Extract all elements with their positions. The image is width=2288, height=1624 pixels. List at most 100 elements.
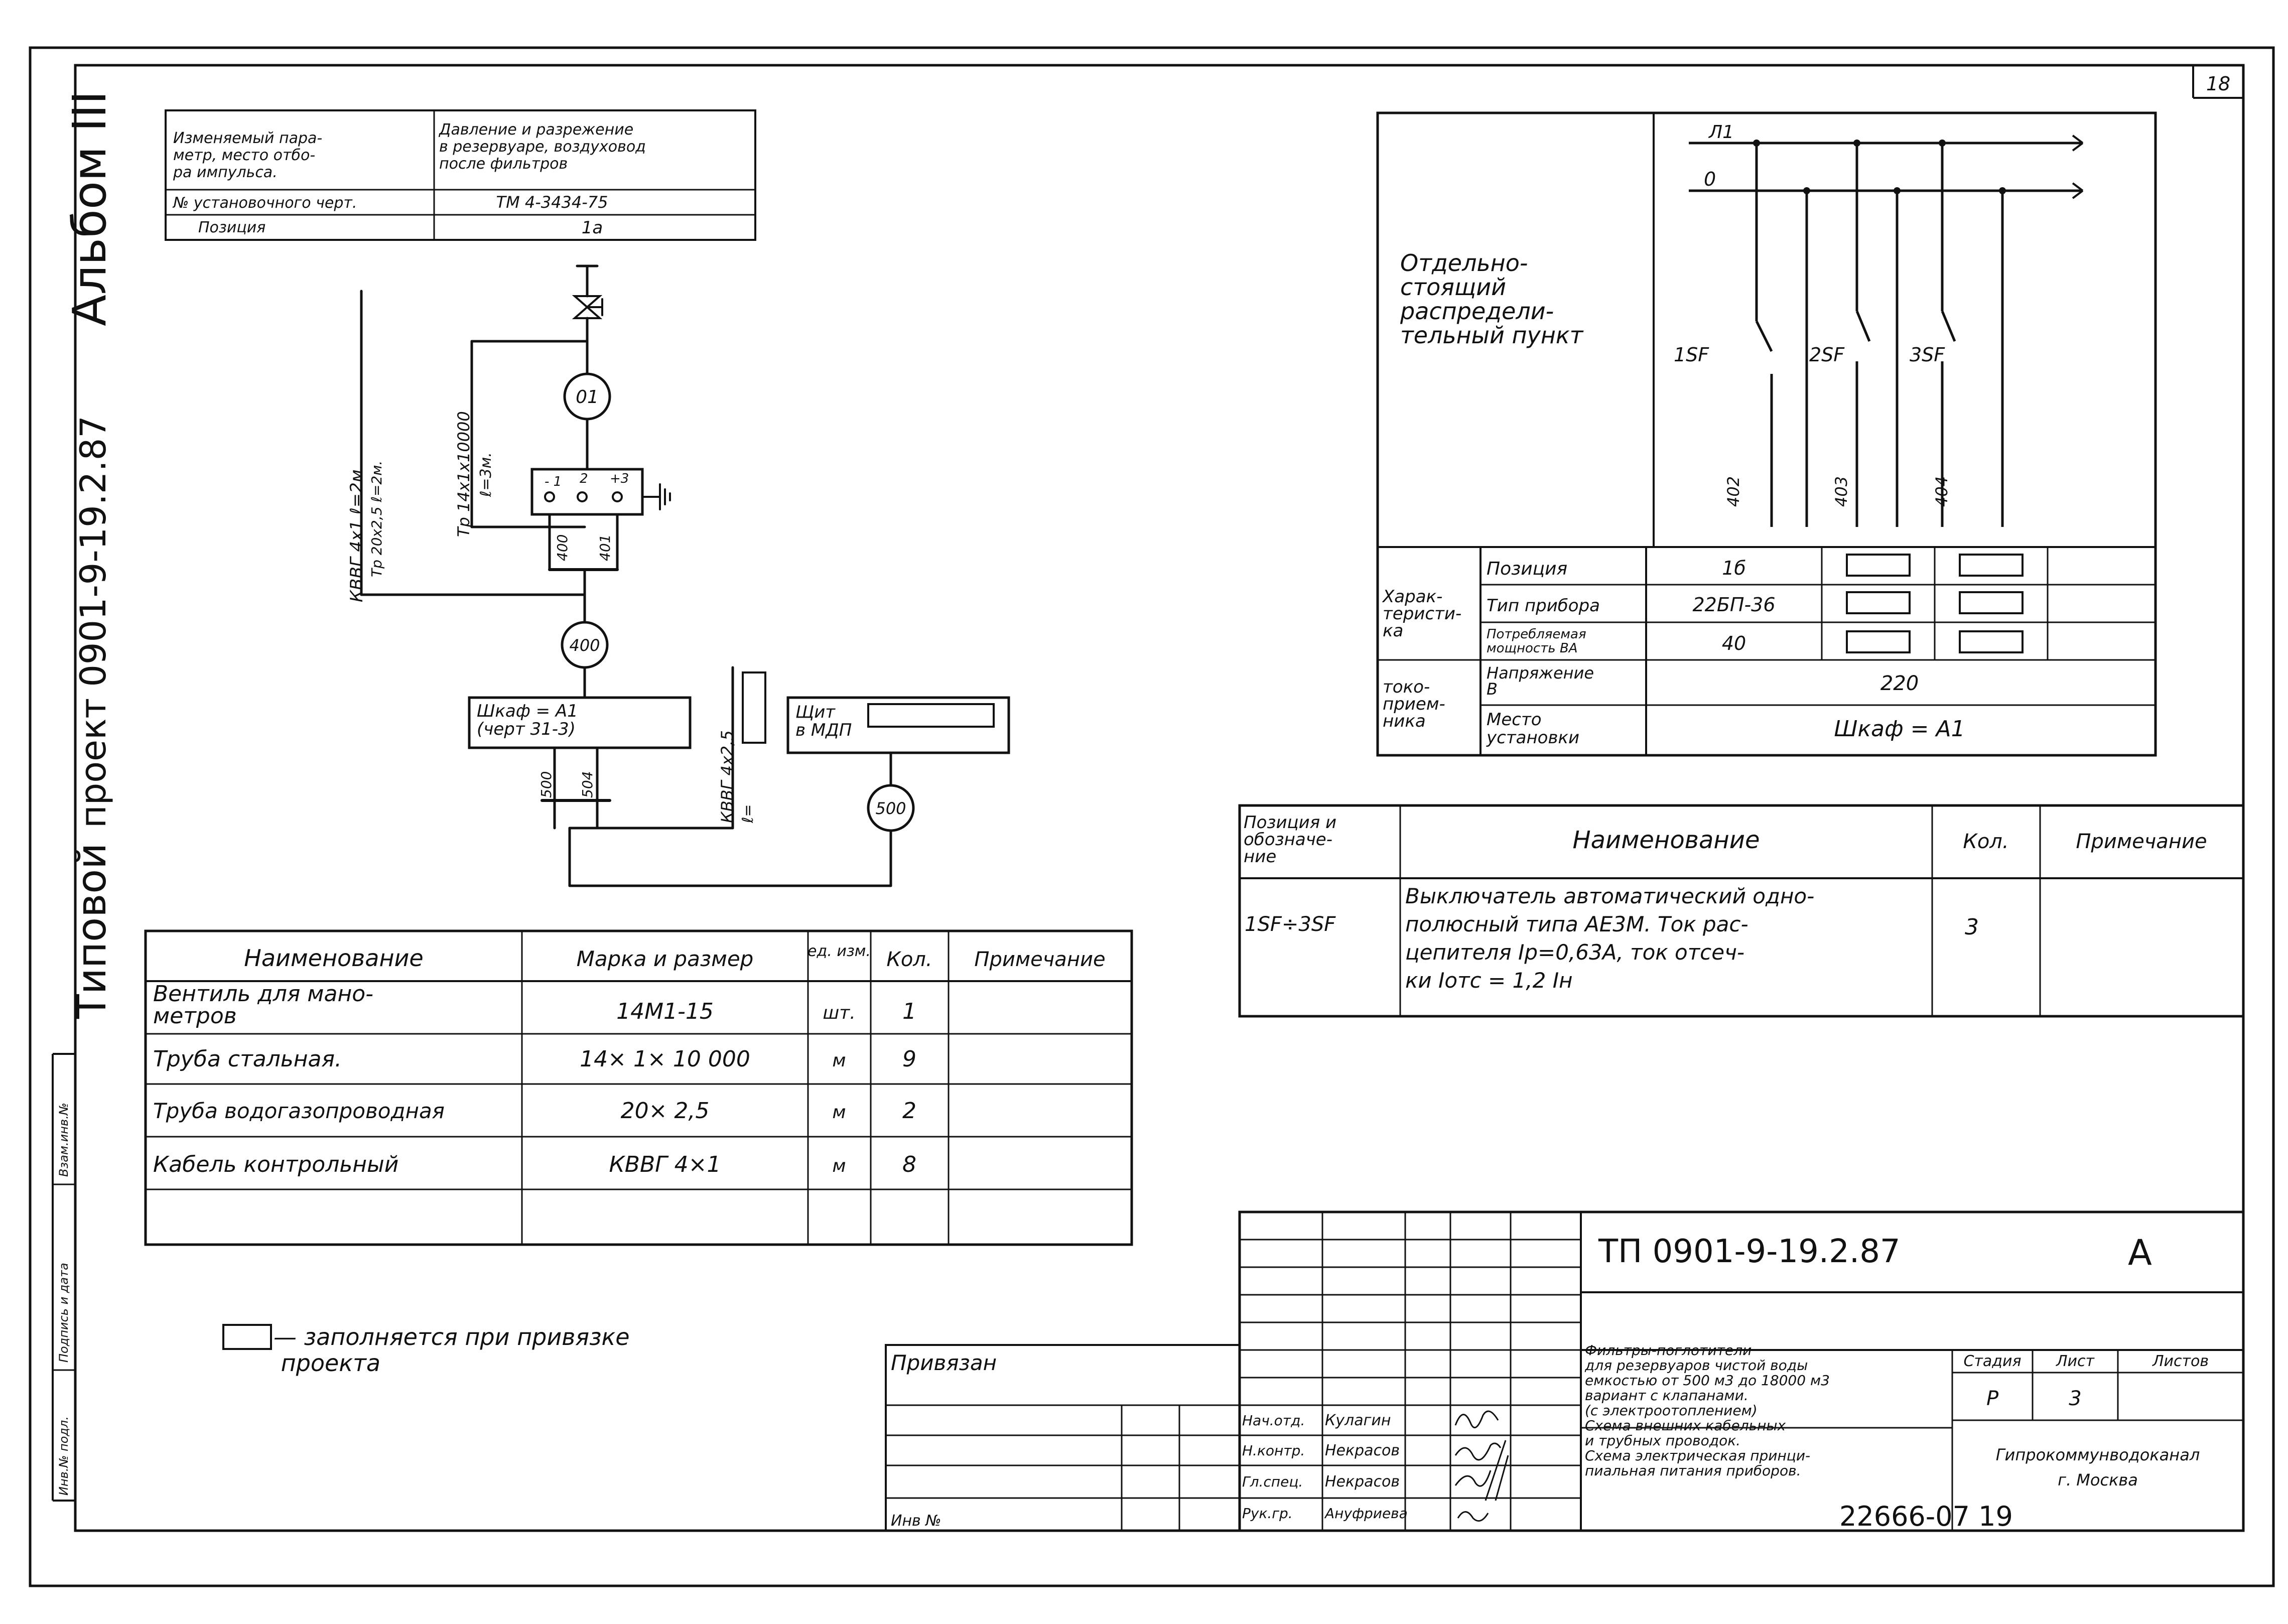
sheet-header: Лист (2056, 1352, 2095, 1370)
breaker-2sf: 2SF (1809, 344, 1845, 366)
role-1: Н.контр. (1242, 1442, 1305, 1459)
name-0: Кулагин (1325, 1412, 1391, 1429)
blank-fill-box (742, 671, 766, 744)
signatures (1454, 1410, 1509, 1522)
stage-value: Р (1986, 1387, 1999, 1410)
left-spec-r1-c2: м (832, 1050, 846, 1071)
term-label-2: 2 (580, 471, 588, 486)
breaker-3sf: 3SF (1910, 344, 1945, 366)
left-spec-h2: ед. изм. (807, 942, 871, 960)
project-title: проект 0901-9-19.2.87 (73, 416, 114, 828)
consumer-label: токо-прием-ника (1383, 677, 1445, 731)
left-spec-r0-c3: 1 (902, 999, 916, 1024)
param-value-2: 1а (582, 218, 603, 238)
legend-text: — заполняется при привязке проекта (274, 1323, 630, 1377)
node-01-label: 01 (576, 387, 599, 408)
panel-box (786, 696, 1010, 754)
album-title: Альбом III (63, 91, 116, 326)
left-spec-table: Наименование Марка и размер ед. изм. Кол… (144, 929, 1133, 1246)
node-400-label: 400 (569, 636, 600, 655)
left-spec-r1-c3: 9 (902, 1046, 916, 1072)
char-row-0-name: Позиция (1487, 559, 1567, 579)
pipe-mid-label: Тр 14х1х10000 (454, 411, 473, 537)
sheet-number: 18 (2206, 73, 2230, 95)
breaker-1sf: 1SF (1674, 344, 1709, 366)
char-row-0-value: 1б (1722, 557, 1746, 579)
left-spec-r0-c2: шт. (823, 1003, 855, 1023)
left-spec-h0: Наименование (244, 944, 423, 972)
left-spec-r3-c1: КВВГ 4×1 (609, 1152, 721, 1177)
left-spec-r0-c1: 14М1-15 (616, 999, 714, 1024)
inner-frame (74, 64, 2245, 1532)
right-spec-qty: 3 (1965, 914, 1979, 940)
inv-label-1: Инв.№ подл. (57, 1416, 71, 1496)
param-label-1: № установочного черт. (172, 194, 357, 212)
param-table: Изменяемый пара-метр, место отбо-ра импу… (165, 109, 756, 241)
cabinet-label: Шкаф = А1(черт 31-3) (477, 701, 578, 739)
param-label-2: Позиция (198, 219, 265, 236)
sheet-value: 3 (2069, 1387, 2081, 1410)
left-spec-r3-c3: 8 (902, 1152, 916, 1177)
char-label: Харак-теристи-ка (1382, 587, 1461, 641)
left-spec-r3-c0: Кабель контрольный (153, 1152, 398, 1177)
inv-label-3: Взам.инв.№ (57, 1103, 71, 1177)
left-spec-r1-c1: 14× 1× 10 000 (580, 1046, 750, 1072)
name-3: Ануфриева (1324, 1505, 1408, 1522)
cable-403-label: 403 (1832, 476, 1851, 507)
tied-label: Привязан (891, 1350, 997, 1375)
archive-number: 22666-07 19 (1839, 1501, 2013, 1532)
right-spec-pos: 1SF÷3SF (1245, 913, 1336, 936)
bus-0-label: 0 (1704, 168, 1716, 190)
left-spec-h1: Марка и размер (577, 946, 754, 971)
legend-box (222, 1324, 272, 1350)
left-spec-r0-c0: Вентиль для мано-метров (153, 981, 373, 1029)
right-spec-h1: Наименование (1572, 826, 1760, 854)
left-spec-r3-c2: м (832, 1156, 846, 1176)
wire-401-label: 401 (597, 534, 613, 561)
side-title: Альбом III проект 0901-9-19.2.87 Типовой… (52, 91, 116, 1502)
char-row-3-value: 220 (1880, 672, 1919, 695)
typical-title: Типовой (68, 843, 115, 1019)
wire-504-label: 504 (579, 771, 596, 798)
bus-l1-label: Л1 (1708, 122, 1734, 143)
char-row-2-value: 40 (1722, 632, 1746, 654)
legend: — заполняется при привязке проекта (222, 1323, 630, 1377)
title-block: Привязан Инв № ТП 0901-9-19.2.87 (885, 1210, 2245, 1532)
left-spec-h4: Примечание (974, 948, 1105, 971)
param-value-1: ТМ 4-3434-75 (496, 193, 608, 212)
letter: А (2128, 1232, 2152, 1273)
cable-404-label: 404 (1932, 476, 1951, 507)
stage-header: Стадия (1963, 1352, 2021, 1370)
cable-right-len: ℓ= (739, 804, 757, 824)
wire-400-label: 400 (554, 534, 571, 561)
outer-frame (29, 46, 2275, 1587)
left-spec-r1-c0: Труба стальная. (153, 1046, 342, 1072)
right-spec-h2: Кол. (1963, 830, 2008, 853)
name-1: Некрасов (1325, 1442, 1400, 1459)
role-2: Гл.спец. (1242, 1473, 1303, 1490)
right-spec-name: Выключатель автоматический одно-полюсный… (1405, 884, 1814, 993)
role-0: Нач.отд. (1242, 1412, 1305, 1429)
cable-right-label: КВВГ 4х2,5 (718, 730, 737, 823)
left-spec-r2-c3: 2 (902, 1098, 916, 1124)
left-spec-r2-c2: м (832, 1102, 846, 1123)
doc-code: ТП 0901-9-19.2.87 (1598, 1233, 1901, 1270)
terminal-box (530, 468, 644, 516)
role-3: Рук.гр. (1242, 1505, 1293, 1522)
sheets-header: Листов (2152, 1352, 2209, 1370)
pipe-left-label: Тр 20х2,5 ℓ=2м. (368, 461, 385, 577)
inv-label-2: Подпись и дата (57, 1263, 71, 1363)
param-label-0: Изменяемый пара-метр, место отбо-ра импу… (173, 129, 322, 181)
name-2: Некрасов (1325, 1473, 1400, 1491)
valve-icon (572, 295, 603, 309)
char-row-1-value: 22БП-36 (1692, 594, 1775, 616)
